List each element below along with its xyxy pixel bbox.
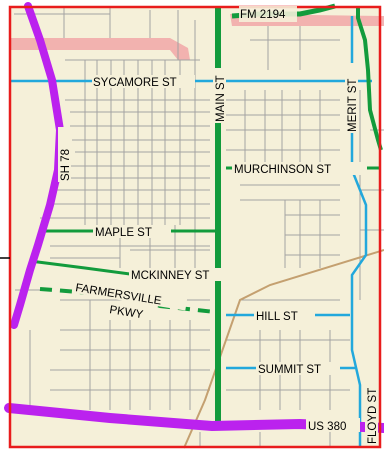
label-sh-78: SH 78	[60, 149, 72, 181]
merit-floyd-road	[350, 16, 368, 448]
street-labels: FM 2194 SYCAMORE ST MAIN ST MERIT ST SH …	[58, 6, 379, 445]
label-merit-st: MERIT ST	[347, 79, 359, 132]
label-maple-st: MAPLE ST	[95, 227, 152, 239]
map-frame	[8, 5, 382, 449]
label-fm-2194: FM 2194	[240, 9, 286, 21]
label-pkwy: PKWY	[109, 304, 145, 321]
label-mckinney-st: MCKINNEY ST	[131, 270, 209, 282]
label-hill-st: HILL ST	[256, 311, 298, 323]
railroad-line	[183, 249, 384, 449]
label-floyd-st: FLOYD ST	[367, 388, 379, 444]
sh-78-road	[10, 2, 65, 329]
label-main-st: MAIN ST	[215, 75, 227, 122]
label-summit-st: SUMMIT ST	[258, 364, 321, 376]
label-us-380: US 380	[308, 421, 346, 433]
label-murchinson-st: MURCHINSON ST	[234, 164, 331, 176]
label-sycamore-st: SYCAMORE ST	[93, 77, 177, 89]
fm-2194-east-road	[356, 6, 383, 151]
